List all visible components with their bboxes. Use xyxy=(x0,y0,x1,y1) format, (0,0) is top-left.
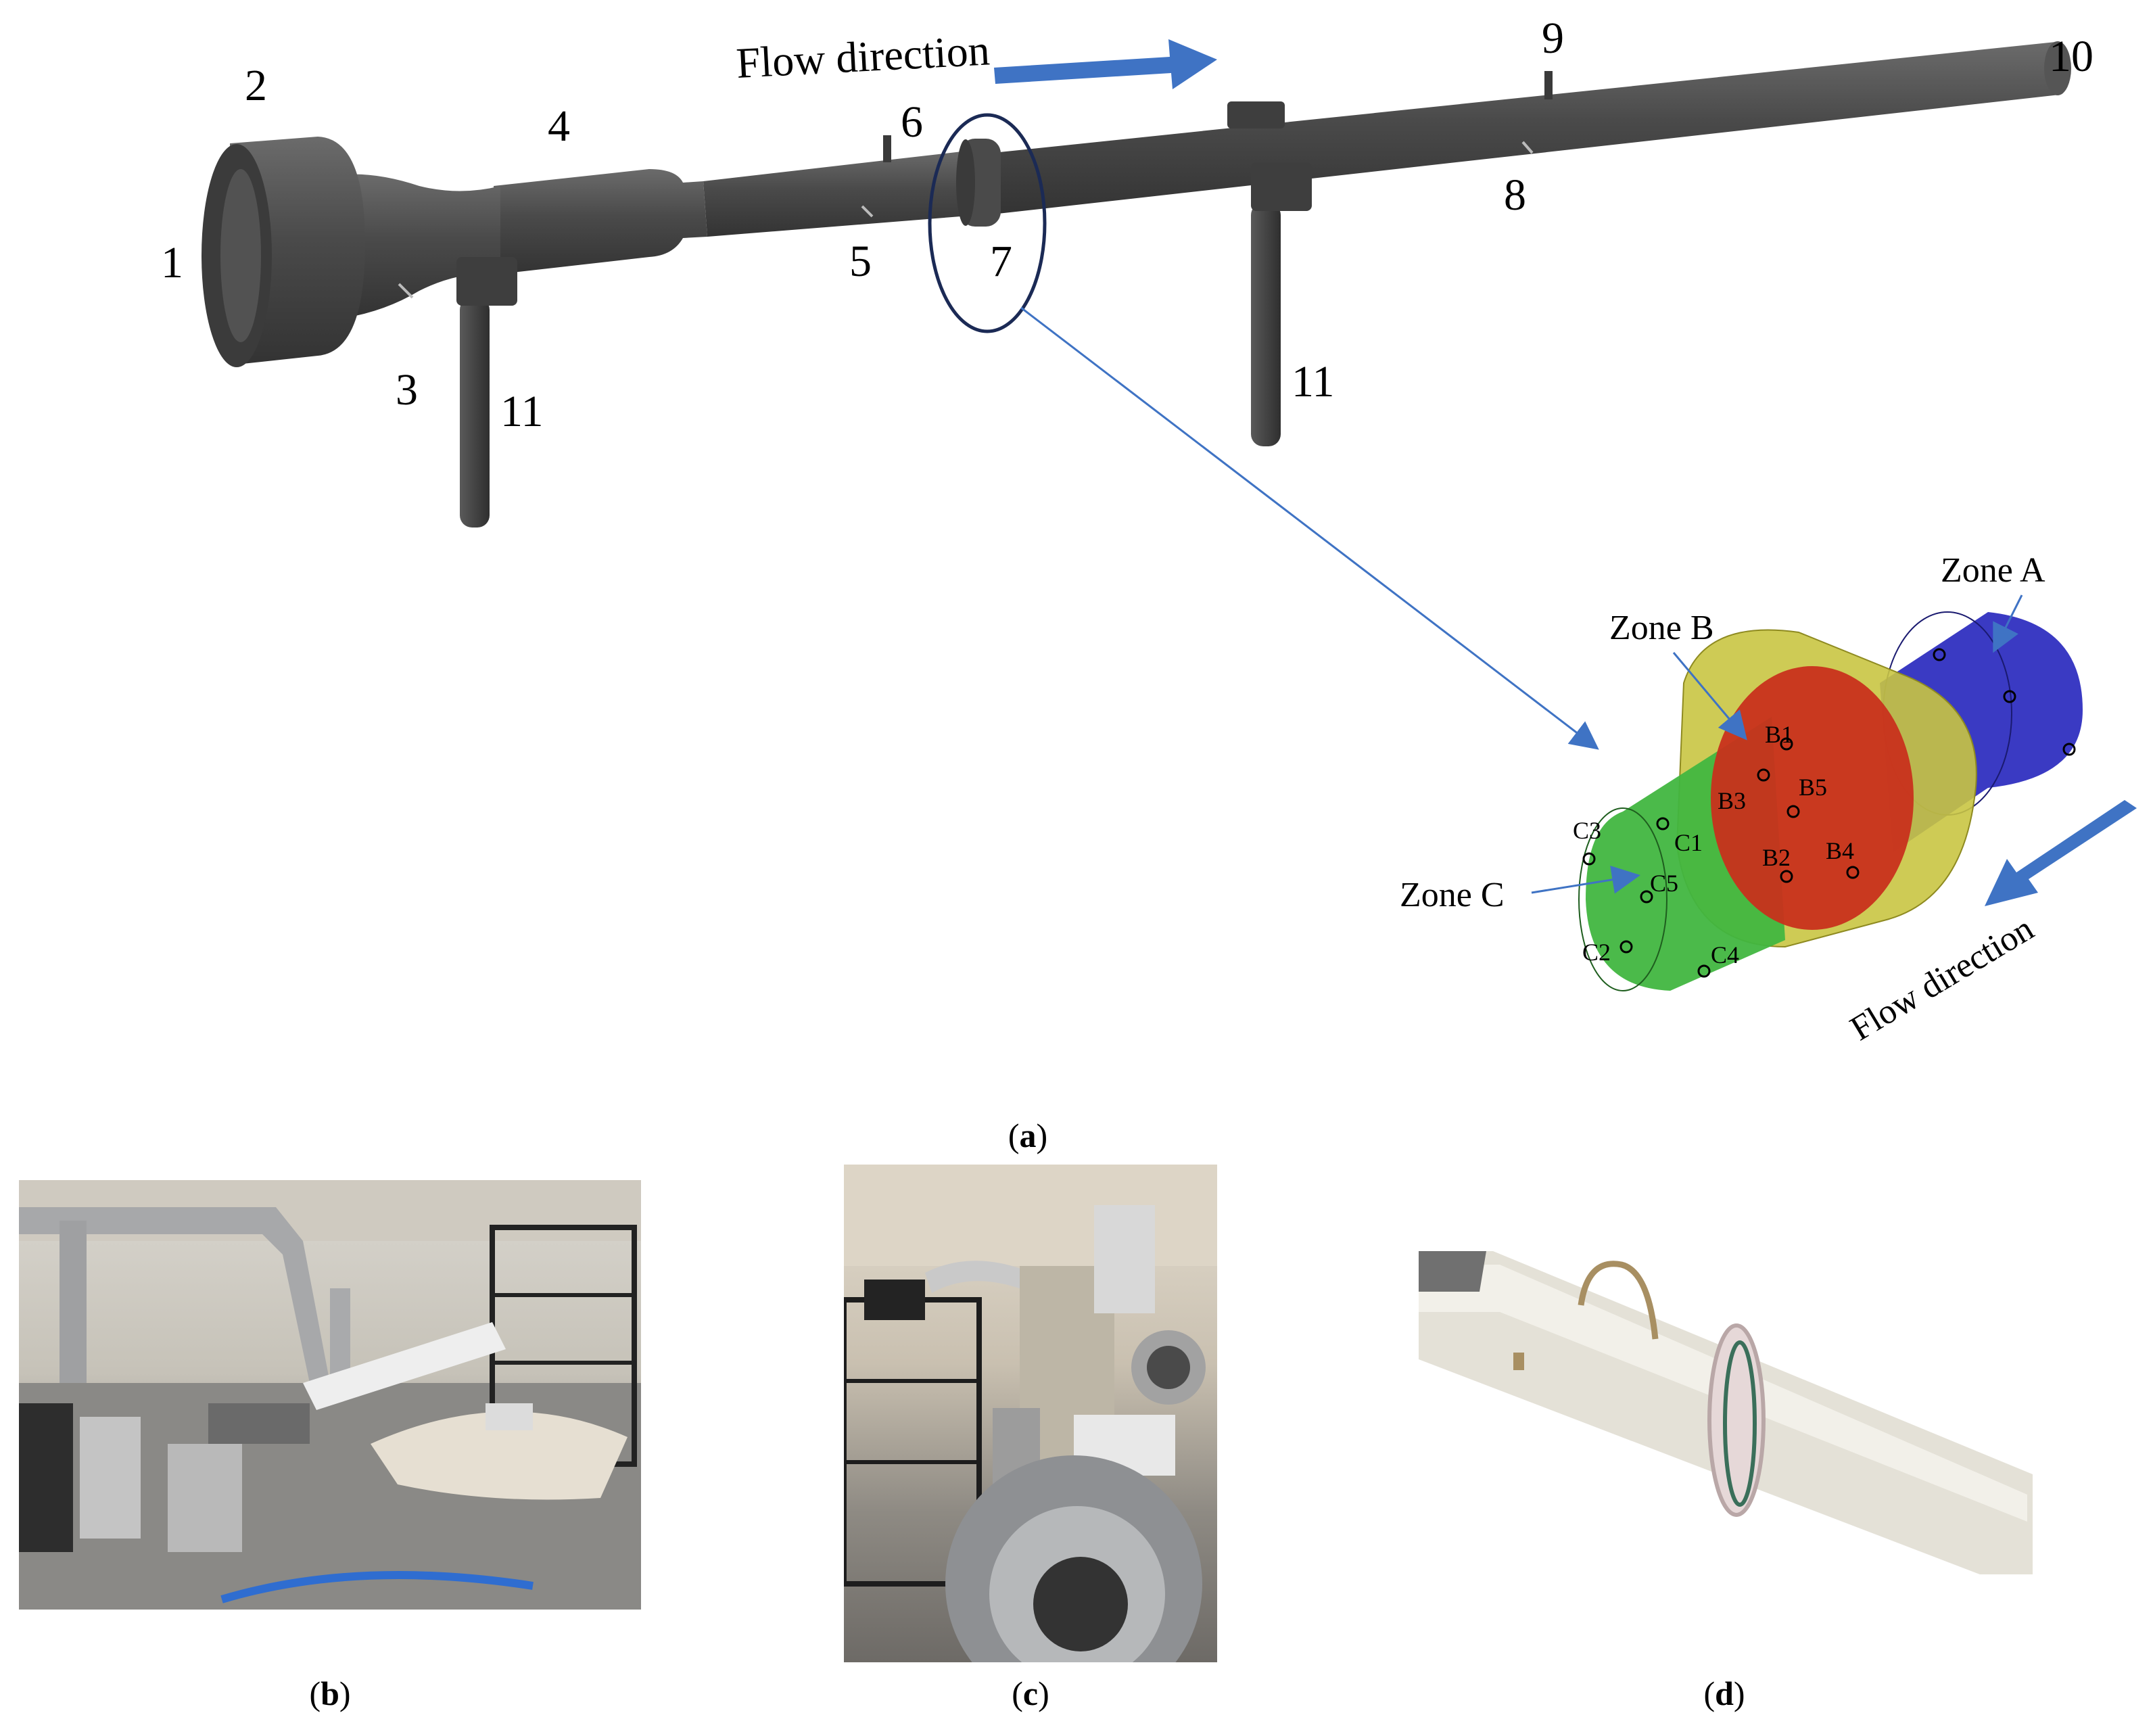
clamp-right xyxy=(1251,162,1312,211)
label-8: 8 xyxy=(1504,170,1526,220)
flow-arrow-top xyxy=(994,39,1217,89)
measurement-points xyxy=(1582,648,2076,978)
pipe-downstream xyxy=(967,42,2060,216)
pipe-contraction xyxy=(345,174,500,318)
lab-photo-fan-and-rack-icon xyxy=(844,1165,1217,1662)
caption-d-letter: d xyxy=(1715,1674,1734,1712)
label-9: 9 xyxy=(1542,14,1564,63)
pipe-section-4 xyxy=(494,169,707,274)
probe-9 xyxy=(1544,71,1553,99)
caption-d: (d) xyxy=(1703,1674,1745,1712)
zone-b-core xyxy=(1711,666,1914,930)
label-11-left: 11 xyxy=(500,387,544,436)
caption-a: (a) xyxy=(1008,1117,1048,1154)
flow-arrow-detail xyxy=(1985,800,2137,906)
zone-c-label: Zone C xyxy=(1400,876,1505,914)
support-leg-right xyxy=(1251,203,1281,446)
clamp-left xyxy=(456,257,517,306)
point-c4: C4 xyxy=(1711,941,1739,968)
label-1: 1 xyxy=(161,238,183,287)
photo-c xyxy=(844,1165,1217,1662)
label-10: 10 xyxy=(2049,32,2093,81)
point-b5: B5 xyxy=(1799,774,1827,801)
point-b2: B2 xyxy=(1762,844,1791,871)
part-labels: 1 2 3 4 5 6 7 8 9 10 11 11 xyxy=(161,14,2093,436)
caption-a-letter: a xyxy=(1019,1117,1037,1154)
detail-highlight-ellipse xyxy=(928,113,1047,333)
point-b4: B4 xyxy=(1826,837,1854,864)
point-b3: B3 xyxy=(1718,787,1746,814)
tap-mark-3 xyxy=(398,283,414,299)
flow-direction-top-label: Flow direction xyxy=(735,26,991,87)
label-6: 6 xyxy=(901,97,923,147)
photo-b xyxy=(19,1180,641,1610)
caption-b: (b) xyxy=(309,1674,351,1712)
label-7: 7 xyxy=(990,237,1012,286)
point-b1: B1 xyxy=(1765,721,1793,748)
zone-a-label: Zone A xyxy=(1941,551,2045,590)
pipe-outlet-10 xyxy=(2044,41,2071,95)
label-5: 5 xyxy=(849,237,872,286)
flow-direction-detail-label: Flow direction xyxy=(1844,909,2041,1048)
probe-6 xyxy=(883,135,891,162)
caption-c: (c) xyxy=(1012,1674,1049,1712)
zone-detail: B1 B2 B3 B4 B5 C1 C2 C3 C4 C5 Zone A Zon… xyxy=(1400,551,2137,1048)
point-c3: C3 xyxy=(1573,817,1601,844)
support-leg-left xyxy=(460,298,490,527)
panel-a-diagram: 1 2 3 4 5 6 7 8 9 10 11 11 Flow directio… xyxy=(161,14,2137,1048)
tap-mark-8 xyxy=(1521,141,1534,154)
clamp-top-right xyxy=(1227,101,1285,128)
detail-connector-line xyxy=(1020,306,1599,750)
caption-b-letter: b xyxy=(321,1674,339,1712)
caption-c-letter: c xyxy=(1022,1674,1039,1712)
lab-photo-test-bench-icon xyxy=(19,1180,641,1610)
inlet-opening xyxy=(220,169,261,342)
point-c2: C2 xyxy=(1582,939,1611,966)
photo-d xyxy=(1419,1251,2033,1574)
label-11-right: 11 xyxy=(1292,357,1335,406)
tap-mark-5 xyxy=(861,205,874,218)
label-2: 2 xyxy=(245,61,267,110)
zone-b-label: Zone B xyxy=(1609,609,1714,647)
point-c5: C5 xyxy=(1650,870,1678,897)
label-3: 3 xyxy=(396,365,418,415)
point-c1: C1 xyxy=(1674,829,1703,856)
label-4: 4 xyxy=(548,101,570,151)
pipe-middle xyxy=(703,150,978,237)
photo-pipe-sensor-ring-icon xyxy=(1419,1251,2033,1574)
